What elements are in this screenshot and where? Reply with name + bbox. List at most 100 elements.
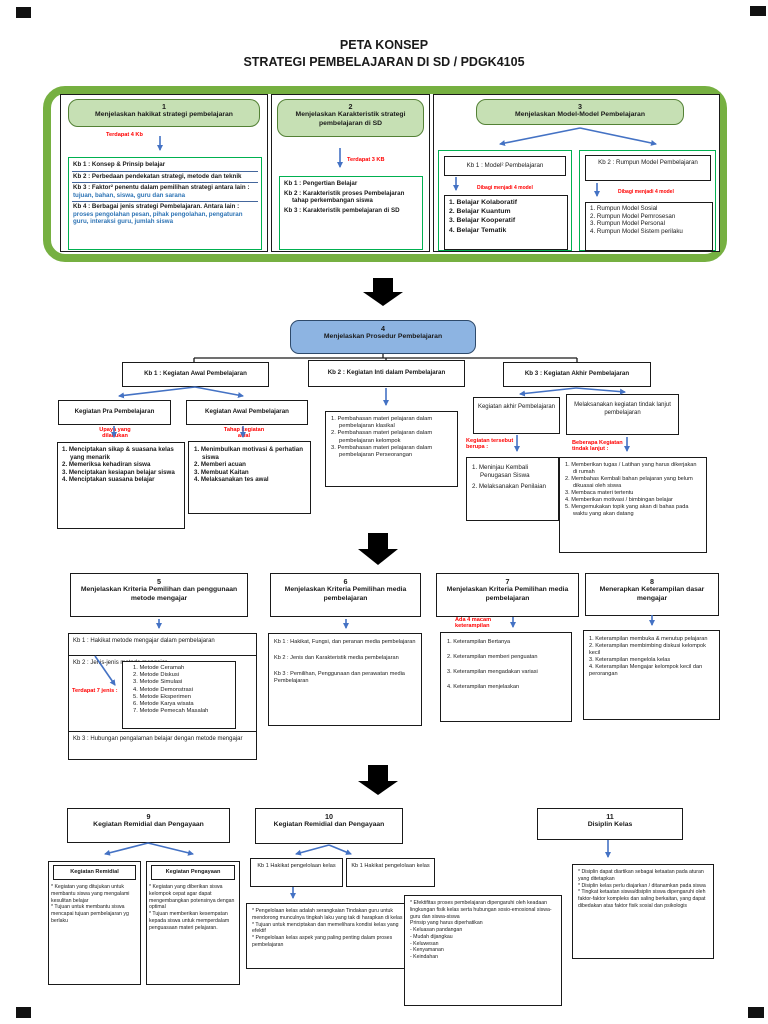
kb-item: Kb 1 : Pengertian Belajar xyxy=(284,180,358,187)
list-item: 1. Memberikan tugas / Latihan yang harus… xyxy=(565,462,697,475)
section11-title: Disiplin Kelas xyxy=(587,821,633,829)
section3-kb1-note: Dibagi menjadi 4 model xyxy=(477,185,533,191)
list-item: 4. Melaksanakan tes awal xyxy=(194,476,269,484)
section5-header: 5 Menjelaskan Kriteria Pemilihan dan pen… xyxy=(70,573,248,617)
section3-number: 3 xyxy=(578,102,582,111)
list-item: 4. Metode Demonstrasi xyxy=(133,686,193,693)
awal-note: Tahap kegiatan awal xyxy=(223,427,265,440)
section5-note: Terdapat 7 jenis : xyxy=(72,688,118,694)
section1-number: 1 xyxy=(162,102,166,111)
list-item: 4. Keterampilan Mengajar kelompok kecil … xyxy=(589,663,703,677)
kegiatan-pra-label: Kegiatan Pra Pembelajaran xyxy=(58,400,171,425)
kegiatan-awal-label: Kegiatan Awal Pembelajaran xyxy=(186,400,308,425)
list-item: 3. Pembahasan materi pelajaran dalam pem… xyxy=(331,444,433,459)
corner-mark xyxy=(16,1007,31,1018)
section5-number: 5 xyxy=(157,577,161,586)
list-item: 1. Keterampilan membuka & menutup pelaja… xyxy=(589,636,708,642)
section3-header: 3 Menjelaskan Model-Model Pembelajaran xyxy=(476,99,684,125)
list-item: 1. Belajar Kolaboratif xyxy=(449,199,517,206)
section2-kb-list: Kb 1 : Pengertian Belajar Kb 2 : Karakte… xyxy=(279,176,423,250)
section1-note: Terdapat 4 Kb xyxy=(106,132,143,138)
lanjut-note: Beberapa Kegiatan tindak lanjut : xyxy=(572,440,623,453)
section3-kb1-column xyxy=(438,150,572,251)
list-item: 5. Mengemukakan topik yang akan di bahas… xyxy=(565,503,689,517)
section4-kb2-label: Kb 2 : Kegiatan Inti dalam Pembelajaran xyxy=(308,360,465,387)
list-item: 1. Pembahasan materi pelajaran dalam pem… xyxy=(331,416,433,430)
list-item: 2. Melaksanakan Penilaian xyxy=(472,483,546,491)
section4-header: 4 Menjelaskan Prosedur Pembelajaran xyxy=(290,320,476,354)
section1-header: 1 Menjelaskan hakikat strategi pembelaja… xyxy=(68,99,260,127)
section3-title: Menjelaskan Model-Model Pembelajaran xyxy=(515,111,645,119)
pengayaan-text: * Kegiatan yang diberikan siswa kelompok… xyxy=(149,884,235,931)
corner-mark xyxy=(16,7,31,18)
list-item: 7. Metode Pemecah Masalah xyxy=(133,708,209,715)
list-item: 2. Membahas Kembali bahan pelajaran yang… xyxy=(565,475,693,489)
section2-title: Menjelaskan Karakteristik strategi pembe… xyxy=(295,111,406,128)
section2-header: 2 Menjelaskan Karakteristik strategi pem… xyxy=(277,99,424,137)
kb-item: Kb 3 : Pemilihan, Penggunaan dan perawat… xyxy=(274,670,405,684)
section1-title: Menjelaskan hakikat strategi pembelajara… xyxy=(95,111,233,119)
list-item: 6. Metode Karya wisata xyxy=(133,701,194,708)
section3-kb2-items: 1. Rumpun Model Sosial 2. Rumpun Model P… xyxy=(585,202,713,251)
section10-kb2-label: Kb 1 Hakikat pengelolaan kelas xyxy=(346,858,435,887)
section2-note: Terdapat 3 KB xyxy=(347,157,385,163)
kb-item: Kb 3 : Faktor² penentu dalam pemilihan s… xyxy=(72,183,258,203)
lanjut-label: Melaksanakan kegiatan tindak lanjut pemb… xyxy=(566,394,679,435)
section7-number: 7 xyxy=(505,577,510,586)
kb-item: Kb 2 : Jenis dan Karakteristik media pem… xyxy=(274,654,399,661)
list-item: 4. Rumpun Model Sistem perilaku xyxy=(590,227,683,235)
section4-title: Menjelaskan Prosedur Pembelajaran xyxy=(323,333,443,341)
list-item: 2. Rumpun Model Pemrosesan xyxy=(590,212,676,220)
section10-left-text: * Pengelolaan kelas adalah serangkaian T… xyxy=(246,903,409,969)
list-item: 1. Rumpun Model Sosial xyxy=(590,205,658,212)
list-item: 2. Belajar Kuantum xyxy=(449,208,511,216)
kb-item: Kb 4 : Berbagai jenis strategi Pembelaja… xyxy=(73,203,243,226)
section5-methods: 1. Metode Ceramah 2. Metode Diskusi 3. M… xyxy=(122,661,236,729)
section5-title: Menjelaskan Kriteria Pemilihan dan pengg… xyxy=(80,586,238,603)
list-item: 3. Keterampilan mengelola kelas xyxy=(589,656,671,663)
corner-mark xyxy=(748,1007,764,1018)
section11-text: * Disiplin dapat diartikan sebagai ketaa… xyxy=(572,864,714,959)
list-item: 3. Membaca materi tertentu xyxy=(565,489,634,496)
list-item: 5. Metode Eksperimen xyxy=(133,693,191,700)
section9-title: Kegiatan Remidial dan Pengayaan xyxy=(93,821,204,829)
section9-header: 9 Kegiatan Remidial dan Pengayaan xyxy=(67,808,230,843)
list-item: 2. Metode Diskusi xyxy=(133,672,180,679)
list-item: 3. Rumpun Model Personal xyxy=(590,220,665,228)
pengayaan-label: Kegiatan Pengayaan xyxy=(151,865,235,880)
section10-title: Kegiatan Remidial dan Pengayaan xyxy=(273,821,385,829)
section3-kb2-label: Kb 2 : Rumpun Model Pembelajaran xyxy=(585,155,711,181)
list-item: 2. Memeriksa kehadiran siswa xyxy=(62,461,151,469)
list-item: 3. Membuat Kaitan xyxy=(194,468,249,476)
kb-item: Kb 1 : Konsep & Prinsip belajar xyxy=(72,160,258,172)
list-item: 1. Menciptakan sikap & suasana kelas yan… xyxy=(62,446,174,461)
kb-item: Kb 2 : Perbedaan pendekatan strategi, me… xyxy=(72,172,258,184)
corner-mark xyxy=(750,6,766,16)
section7-title: Menjelaskan Kriteria Pemilihan media pem… xyxy=(446,586,569,603)
section4-kb3-label: Kb 3 : Kegiatan Akhir Pembelajaran xyxy=(503,362,651,387)
list-item: 3. Menciptakan kesiapan belajar siswa xyxy=(62,468,175,476)
kb-item: Kb 2 : Karakteristik proses Pembelajaran… xyxy=(284,189,405,205)
section10-kb1-label: Kb 1 Hakikat pengelolaan kelas xyxy=(250,858,343,887)
list-item: 2. Pembahasan materi pelajaran dalam pem… xyxy=(331,430,433,444)
remidial-label: Kegiatan Remidial xyxy=(53,865,136,880)
section10-number: 10 xyxy=(325,812,333,821)
awal-items: 1. Menimbulkan motivasi & perhatian sisw… xyxy=(188,441,311,514)
section7-note: Ada 4 macam keterampilan xyxy=(455,617,492,630)
kb-item: Kb 3 : Karakteristik pembelajaran di SD xyxy=(284,206,400,214)
section5-kb3: Kb 3 : Hubungan pengalaman belajar denga… xyxy=(68,731,257,760)
inti-items: 1. Pembahasan materi pelajaran dalam pem… xyxy=(325,411,458,487)
list-item: 1. Metode Ceramah xyxy=(133,665,185,671)
section4-number: 4 xyxy=(381,324,385,333)
section10-header: 10 Kegiatan Remidial dan Pengayaan xyxy=(255,808,403,844)
section8-number: 8 xyxy=(650,577,654,586)
list-item: 2. Keterampilan membimbing diskusi kelom… xyxy=(589,642,706,656)
section8-title: Menerapkan Keterampilan dasar mengajar xyxy=(599,586,705,603)
section3-kb1-label: Kb 1 : Model² Pembelajaran xyxy=(444,156,566,176)
pra-items: 1. Menciptakan sikap & suasana kelas yan… xyxy=(57,442,185,529)
section1-kb-list: Kb 1 : Konsep & Prinsip belajar Kb 2 : P… xyxy=(68,157,262,250)
section8-header: 8 Menerapkan Keterampilan dasar mengajar xyxy=(585,573,719,616)
pra-note: Upaya yang dilakukan xyxy=(99,427,131,440)
section6-title: Menjelaskan Kriteria Pemilihan media pem… xyxy=(284,586,407,603)
section9-number: 9 xyxy=(146,812,151,821)
